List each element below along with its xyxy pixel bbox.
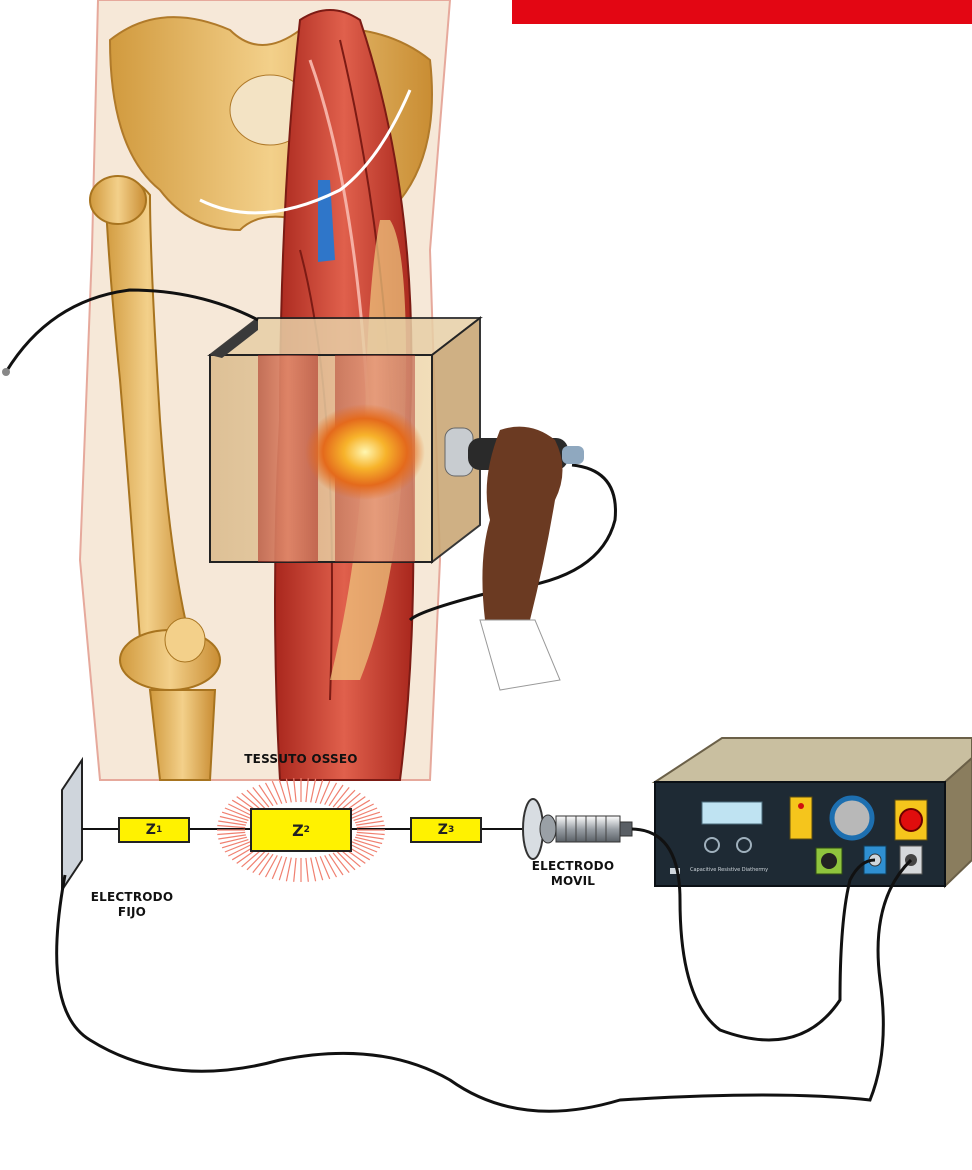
- heating-glow: [305, 404, 425, 500]
- knob-icon: [832, 798, 872, 838]
- heat-ray: [217, 826, 245, 828]
- tissue-volume-box: [210, 318, 480, 562]
- mobile-electrode-label: ELECTRODO MOVIL: [518, 859, 628, 889]
- heat-ray: [325, 783, 337, 805]
- impedance-z1-label: Z: [146, 822, 156, 838]
- mobile-electrode-handle: [556, 816, 632, 842]
- device-brand-text: Capacitive Resistive Diathermy: [690, 867, 800, 873]
- fixed-electrode-label-line2: FIJO: [82, 905, 182, 920]
- mobile-electrode-label-line1: ELECTRODO: [518, 859, 628, 874]
- heat-ray: [266, 783, 278, 805]
- fixed-electrode-label-line1: ELECTRODO: [82, 890, 182, 905]
- impedance-z1-sub: 1: [156, 825, 162, 835]
- diathermy-device: [655, 738, 972, 886]
- heat-ray: [311, 779, 316, 803]
- tissue-label: TESSUTO OSSEO: [236, 752, 366, 767]
- display-screen: [702, 802, 762, 824]
- heat-ray: [286, 779, 291, 803]
- heat-ray: [294, 858, 296, 882]
- impedance-z3-label: Z: [438, 822, 448, 838]
- mobile-electrode-label-line2: MOVIL: [518, 874, 628, 889]
- impedance-z2-label: Z: [292, 821, 304, 840]
- heat-ray: [266, 855, 278, 877]
- heat-ray: [311, 858, 316, 882]
- fixed-electrode-plate: [62, 760, 82, 890]
- heat-ray: [357, 832, 385, 834]
- power-button: [900, 809, 922, 831]
- fixed-electrode-label: ELECTRODO FIJO: [82, 890, 182, 920]
- heat-ray: [325, 855, 337, 877]
- heat-ray: [286, 858, 291, 882]
- heat-ray: [357, 826, 385, 828]
- impedance-z3-sub: 3: [448, 825, 454, 835]
- impedance-z2-sub: 2: [304, 825, 310, 835]
- heat-ray: [294, 778, 296, 802]
- heat-ray: [217, 832, 245, 834]
- heat-ray: [306, 778, 308, 802]
- heat-ray: [306, 858, 308, 882]
